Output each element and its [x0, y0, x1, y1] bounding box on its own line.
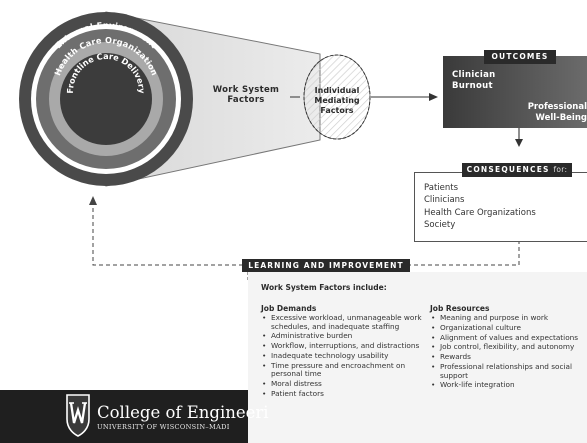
mediating-factors-outline — [303, 54, 371, 140]
outcomes-box — [443, 56, 587, 128]
job-resources-title: Job Resources — [430, 304, 490, 313]
consequences-title: CONSEQUENCES for: — [462, 163, 572, 177]
outcome-arrowhead — [429, 93, 438, 101]
job-resource-item: Job control, flexibility, and autonomy — [431, 343, 581, 352]
consequences-box — [414, 172, 587, 242]
consequence-item: Patients — [424, 183, 459, 193]
professional-wellbeing-text: Professional Well-Being — [527, 102, 587, 123]
consequence-item: Society — [424, 219, 456, 230]
consequences-list: Patients Clinicians Health Care Organiza… — [424, 182, 536, 231]
job-resource-item: Meaning and purpose in work — [431, 313, 581, 323]
consequence-item: Health Care Organizations — [424, 207, 536, 218]
job-resource-item: Rewards — [431, 353, 581, 362]
job-demand-item: Administrative burden — [262, 332, 424, 341]
mediating-factors-label: Individual Mediating Factors — [314, 86, 360, 115]
learning-improvement-title: LEARNING AND IMPROVEMENT — [242, 259, 410, 272]
job-resource-item: Alignment of values and expectations — [431, 333, 581, 343]
job-resource-item: Professional relationships and social su… — [431, 362, 581, 380]
college-subtitle: UNIVERSITY OF WISCONSIN–MADI — [97, 423, 230, 431]
professional-wellbeing: Professional Well-Being — [510, 102, 587, 124]
work-system-factors-label: Work System Factors — [212, 85, 280, 105]
outcomes-title: OUTCOMES — [484, 50, 556, 64]
consequence-item: Clinicians — [424, 195, 465, 206]
crest-icon — [66, 394, 90, 437]
job-demand-item: Inadequate technology usability — [262, 351, 424, 361]
wsf-panel-heading: Work System Factors include: — [261, 283, 387, 292]
job-resource-item: Organizational culture — [431, 323, 581, 333]
job-demand-item: Patient factors — [262, 389, 424, 399]
job-demands-list: Excessive workload, unmanageable work sc… — [262, 313, 424, 400]
college-banner — [0, 390, 248, 443]
job-demand-item: Excessive workload, unmanageable work sc… — [262, 313, 424, 331]
job-demand-item: Time pressure and encroachment on person… — [262, 361, 424, 379]
job-resources-list: Meaning and purpose in work Organization… — [431, 313, 581, 391]
job-demands-title: Job Demands — [261, 304, 317, 313]
clinician-burnout: Clinician Burnout — [452, 70, 496, 91]
job-demand-item: Workflow, interruptions, and distraction… — [262, 342, 424, 351]
job-resource-item: Work-life integration — [431, 381, 581, 390]
consequences-title-suffix: for: — [553, 165, 568, 174]
college-title: College of Engineeri — [97, 403, 269, 422]
ring-core — [60, 53, 152, 145]
consequences-title-text: CONSEQUENCES — [466, 165, 550, 174]
job-demand-item: Moral distress — [262, 379, 424, 389]
consequence-arrowhead — [515, 139, 523, 147]
feedback-arrowhead — [89, 196, 97, 205]
